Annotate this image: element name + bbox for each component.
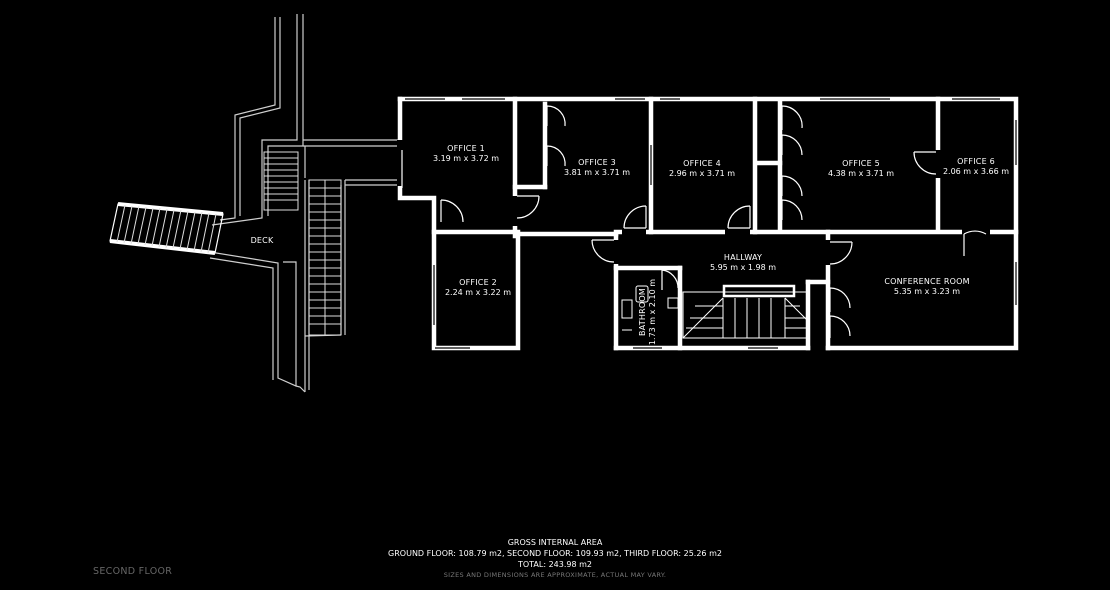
area-heading: GROSS INTERNAL AREA [507,538,603,547]
deck-outline [209,14,398,393]
room-name: OFFICE 3 [578,158,616,167]
gross-internal-area: GROSS INTERNAL AREA GROUND FLOOR: 108.79… [0,537,1110,581]
room-name: HALLWAY [723,253,763,262]
interior-stair [682,284,808,339]
room-label-office-3: OFFICE 3 3.81 m x 3.71 m [564,158,630,178]
room-dimensions: 4.38 m x 3.71 m [827,169,895,178]
door-openings [397,140,990,265]
room-dimensions: 1.73 m x 2.10 m [648,278,657,346]
door-swings [401,105,987,338]
room-name: OFFICE 5 [842,159,880,168]
room-label-office-4: OFFICE 4 2.96 m x 3.71 m [669,159,735,179]
room-name: BATHROOM [638,288,647,336]
room-name: OFFICE 6 [957,157,995,166]
area-breakdown: GROUND FLOOR: 108.79 m2, SECOND FLOOR: 1… [388,549,722,558]
room-label-office-5: OFFICE 5 4.38 m x 3.71 m [828,159,894,179]
room-label-conference-room: CONFERENCE ROOM 5.35 m x 3.23 m [884,277,969,297]
room-label-bathroom: BATHROOM 1.73 m x 2.10 m [638,279,658,345]
bathroom-fixtures [621,285,679,331]
room-label-office-2: OFFICE 2 2.24 m x 3.22 m [445,278,511,298]
room-name: OFFICE 2 [459,278,497,287]
room-dimensions: 5.35 m x 3.23 m [893,287,961,296]
room-dimensions: 2.06 m x 3.66 m [942,167,1010,176]
deck-stairs [109,202,224,255]
room-dimensions: 2.24 m x 3.22 m [444,288,512,297]
building-walls [397,96,1019,351]
room-name: OFFICE 1 [447,144,485,153]
external-stair [308,179,342,336]
area-total: TOTAL: 243.98 m2 [517,560,593,569]
room-dimensions: 3.19 m x 3.72 m [432,154,500,163]
windows [405,98,1017,349]
area-disclaimer: SIZES AND DIMENSIONS ARE APPROXIMATE, AC… [443,571,667,579]
room-name: CONFERENCE ROOM [884,277,970,286]
room-dimensions: 2.96 m x 3.71 m [668,169,736,178]
room-name: DECK [250,236,274,245]
window-lines [405,97,1018,350]
room-name: OFFICE 4 [683,159,721,168]
floor-name: SECOND FLOOR [93,566,173,577]
upper-stair [263,151,299,211]
room-dimensions: 5.95 m x 1.98 m [709,263,777,272]
room-label-hallway: HALLWAY 5.95 m x 1.98 m [710,253,776,273]
room-label-deck: DECK [251,236,274,246]
room-label-office-6: OFFICE 6 2.06 m x 3.66 m [943,157,1009,177]
room-label-office-1: OFFICE 1 3.19 m x 3.72 m [433,144,499,164]
room-dimensions: 3.81 m x 3.71 m [563,168,631,177]
